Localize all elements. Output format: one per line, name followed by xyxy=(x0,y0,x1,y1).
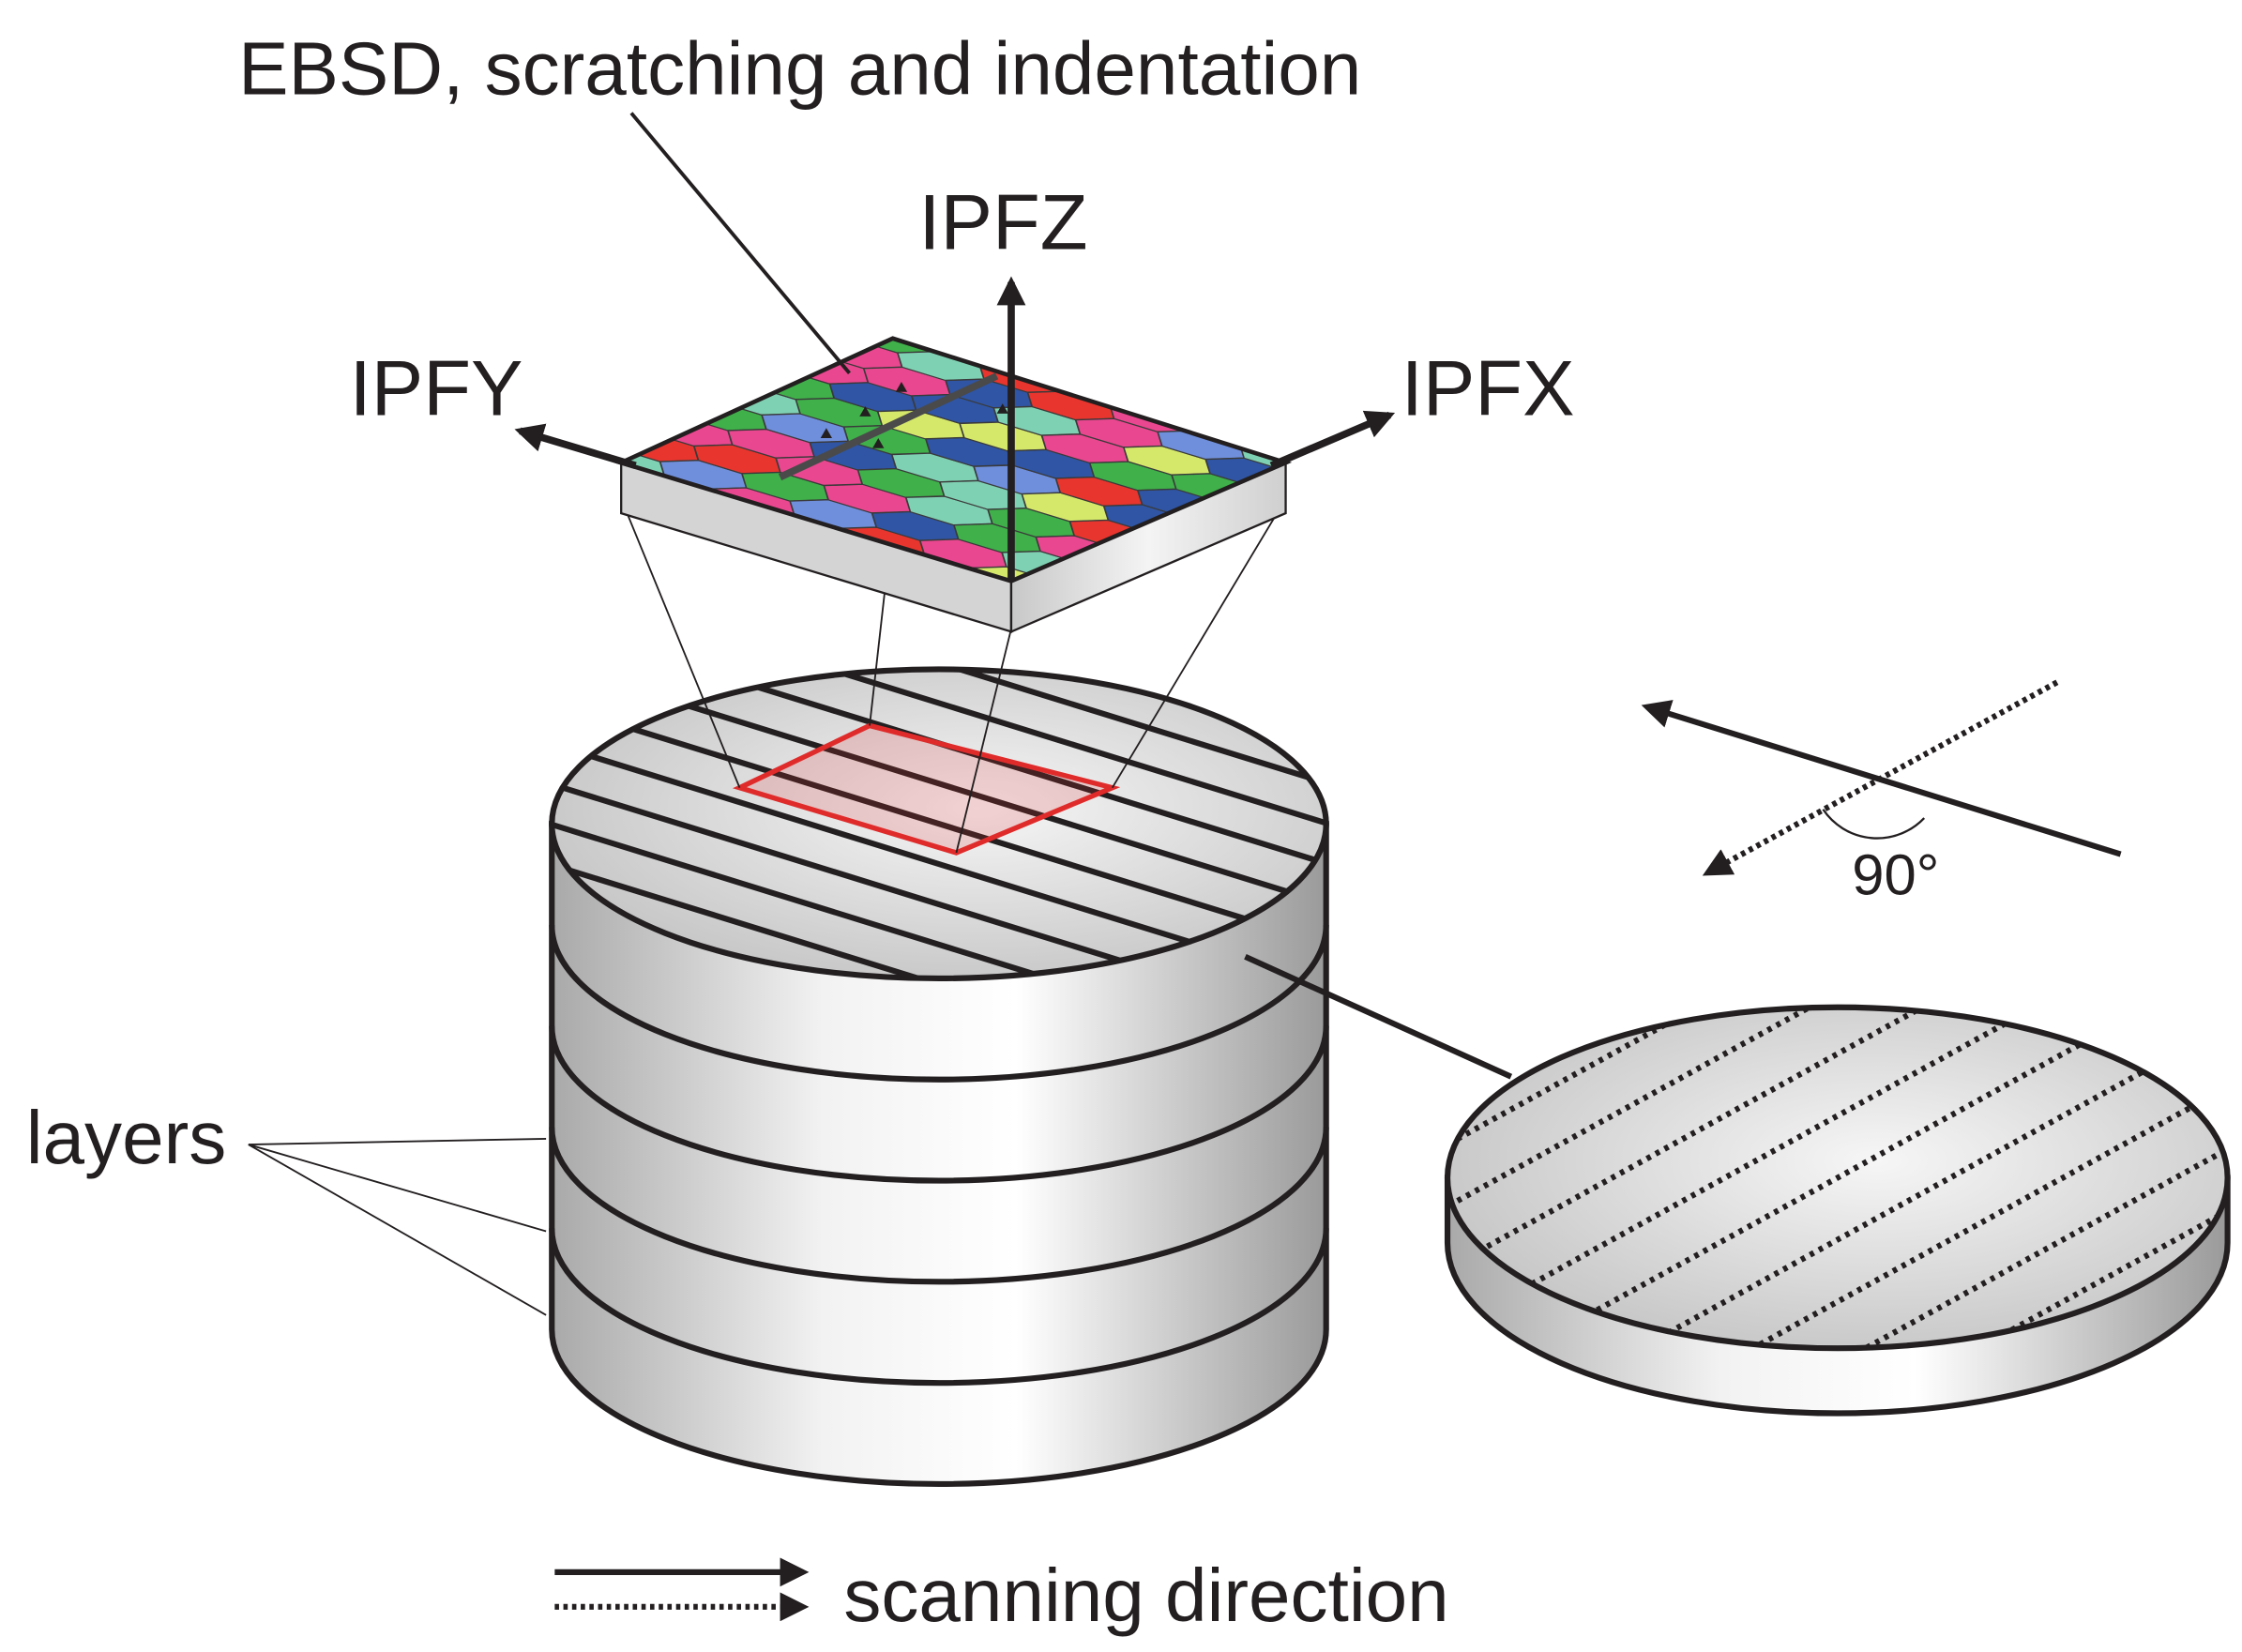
scan-line xyxy=(549,687,1329,962)
legend-label: scanning direction xyxy=(843,1553,1448,1637)
grain xyxy=(1322,455,1408,483)
ipfy-axis-arrow xyxy=(514,423,637,469)
layer-boundary xyxy=(549,1025,1329,1184)
grain xyxy=(1143,386,1231,417)
previous-layer-direction xyxy=(1641,700,2122,857)
ipfx-label: IPFX xyxy=(1401,344,1575,432)
rotation-indicator xyxy=(1641,679,2122,876)
grain xyxy=(733,338,821,357)
ebsd-label: EBSD, scratching and indentation xyxy=(238,27,1361,111)
grain xyxy=(621,462,631,493)
ipfx-axis-arrow xyxy=(1269,410,1396,469)
grain xyxy=(1224,399,1286,430)
layer-detail-connector xyxy=(1244,954,1513,1080)
scratch-line xyxy=(778,372,999,481)
indentation-marks xyxy=(820,381,1008,448)
scan-line xyxy=(549,799,1329,978)
grain xyxy=(621,388,685,419)
ebsd-label-leader xyxy=(629,112,851,374)
grain xyxy=(621,404,651,435)
layer-boundary xyxy=(549,1228,1329,1387)
next-layer-direction xyxy=(1702,679,2059,876)
grain xyxy=(884,309,969,338)
ipfy-label: IPFY xyxy=(350,344,523,432)
grain xyxy=(665,357,753,388)
scan-line xyxy=(549,669,1329,811)
angle-label: 90° xyxy=(1852,843,1939,908)
layer-boundary xyxy=(549,1127,1329,1285)
legend: scanning direction xyxy=(554,1553,1449,1637)
layers-leader-lines xyxy=(248,1137,547,1316)
grain xyxy=(1095,359,1183,389)
ipf-axes xyxy=(514,276,1396,582)
layer-boundaries xyxy=(549,924,1329,1387)
scan-line-dotted xyxy=(1447,1007,2076,1308)
ebsd-region-selection xyxy=(732,722,1121,856)
scan-line-dotted xyxy=(1447,1007,2022,1276)
scan-line-dotted xyxy=(1708,1112,2228,1349)
ipfz-label: IPFZ xyxy=(918,178,1087,265)
scan-line-dotted xyxy=(1654,1080,2228,1349)
grain xyxy=(631,373,720,404)
scan-line-dotted xyxy=(1447,1007,1966,1244)
scan-line-dotted xyxy=(1489,1007,2189,1349)
angle-arc xyxy=(1822,809,1926,840)
grain xyxy=(1356,439,1442,468)
grain xyxy=(836,281,922,310)
grain xyxy=(496,436,582,464)
grain xyxy=(1288,470,1374,499)
scan-line-dotted xyxy=(1598,1048,2228,1349)
layer-boundary xyxy=(549,924,1329,1083)
layers-label: layers xyxy=(26,1096,227,1179)
grain xyxy=(699,342,787,372)
grain xyxy=(1012,347,1101,378)
grain xyxy=(802,296,888,326)
scan-line xyxy=(549,837,1329,978)
scan-line xyxy=(549,762,1329,978)
scan-line xyxy=(549,669,1329,849)
